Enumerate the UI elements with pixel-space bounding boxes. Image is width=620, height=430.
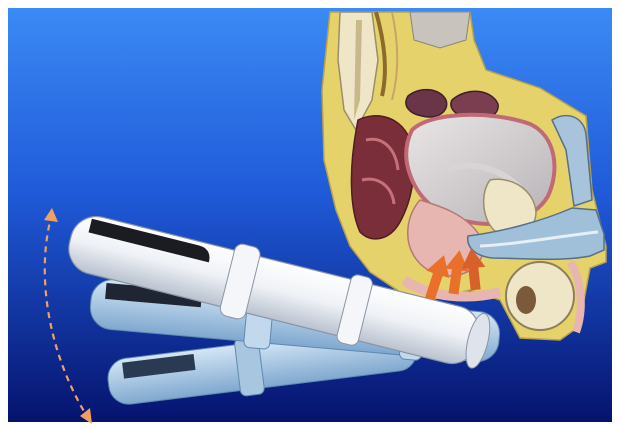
testis (506, 262, 574, 330)
